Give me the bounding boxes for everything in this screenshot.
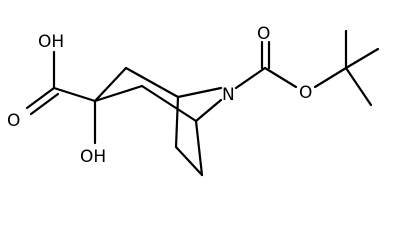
bond-c6-c5 [194,119,204,177]
atom-label-bridge-n: N [222,85,235,105]
bond-c1-n [176,86,223,99]
bond-ester-o-tbu-c [313,66,348,89]
bond-tbu-methyl-right [344,47,380,70]
bond-c3-c4 [93,84,144,103]
bond-acid-c-o-double-a [25,86,56,110]
bond-c3-c2 [93,66,128,103]
atom-label-acid-carbonyl-o: O [7,111,20,131]
molecule-drawing: OH O OH N O O [7,24,380,177]
bond-c2-c1 [124,66,180,99]
atom-label-carbamate-carbonyl-o: O [257,24,270,44]
bond-c7-c6 [174,145,204,177]
bond-c5-n [194,98,223,123]
bond-n-carbonyl-c [234,66,267,90]
atom-label-carbamate-ester-o: O [299,83,312,103]
bond-c4-c5 [140,84,198,123]
bond-carbonyl-c-ester-o [263,66,298,89]
bond-c3-acid-c [52,86,97,103]
bond-tbu-methyl-down [344,66,373,107]
bond-c1-c7 [174,95,180,149]
atom-label-acid-oh: OH [38,32,64,52]
bond-acid-c-o-double-b [29,92,60,116]
structure-diagram: OH O OH N O O [7,24,380,177]
atom-label-hydroxyl-oh: OH [80,147,106,167]
